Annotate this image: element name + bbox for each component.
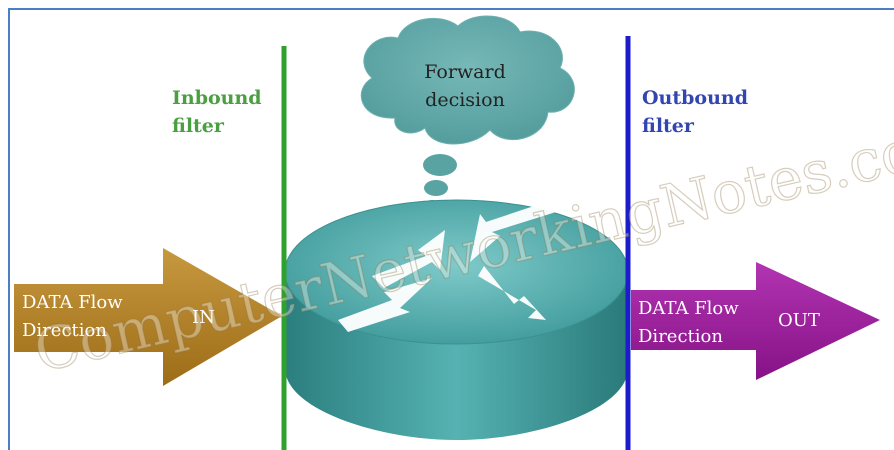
out-arrow-label-line2: Direction	[638, 326, 723, 347]
in-arrow-label-line2: Direction	[22, 320, 107, 341]
outbound-label-line1: Outbound	[642, 87, 748, 109]
cloud-label-line1: Forward	[424, 61, 506, 83]
out-arrow-icon	[631, 262, 880, 380]
in-arrow-icon	[14, 248, 282, 386]
forward-decision-cloud-icon	[360, 15, 575, 212]
inbound-label-line1: Inbound	[172, 87, 262, 109]
frame-left	[8, 8, 10, 450]
out-arrow-label-line1: DATA Flow	[638, 298, 739, 319]
frame-top	[8, 8, 894, 10]
router-icon	[284, 199, 629, 440]
in-word: IN	[192, 307, 215, 328]
inbound-label-line2: filter	[172, 115, 225, 137]
outbound-label-line2: filter	[642, 115, 695, 137]
cloud-label-line2: decision	[425, 89, 505, 111]
out-word: OUT	[778, 310, 820, 331]
in-arrow-label-line1: DATA Flow	[22, 292, 123, 313]
